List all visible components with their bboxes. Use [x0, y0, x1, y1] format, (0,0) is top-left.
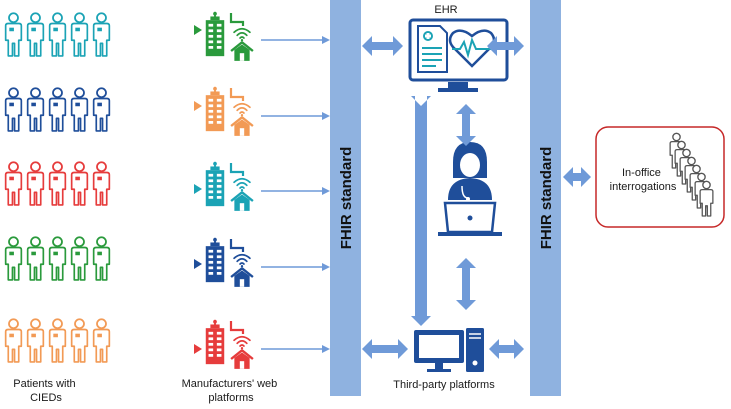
arrowhead-red [194, 344, 202, 354]
patient-with-device-icon [70, 87, 89, 132]
arrow-fhir-thirdparty [362, 339, 408, 359]
signal-icon [233, 27, 251, 41]
arrow-clinician-thirdparty [456, 258, 476, 310]
patient-group-orange [4, 318, 111, 363]
manufacturers-label: Manufacturers' web platforms [182, 378, 281, 404]
physician-laptop-icon [438, 142, 502, 236]
manufacturer-platform-red [204, 318, 254, 369]
fhir-standard-right-label: FHIR standard [538, 147, 555, 250]
manufacturers-label-line1: Manufacturers' web [182, 378, 278, 390]
patient-with-device-icon [48, 161, 67, 206]
in-office-label-line2: interrogations [610, 181, 677, 193]
patient-with-device-icon [70, 318, 89, 363]
patient-group-navy [4, 87, 111, 132]
arrowhead-green [194, 25, 202, 35]
patient-with-device-icon [92, 161, 111, 206]
manufacturer-platform-green [204, 10, 254, 61]
signal-icon [233, 253, 251, 267]
arrow-thirdparty-fhir [489, 339, 524, 359]
device-link-line [229, 13, 245, 26]
in-office-label-line1: In-office [622, 167, 661, 179]
patient-with-device-icon [48, 87, 67, 132]
patient-to-manufacturer-connections [116, 25, 202, 354]
third-party-label: Third-party platforms [393, 379, 495, 391]
desktop-computer-icon [414, 328, 484, 372]
bidirectional-arrows [362, 36, 591, 359]
arrow-fhir-inoffice [563, 167, 591, 187]
patient-with-device-icon [92, 236, 111, 281]
connection-orange [116, 106, 194, 343]
manufacturer-platforms [204, 10, 254, 369]
device-link-line [229, 321, 245, 334]
fhir-standard-right: FHIR standard [530, 0, 561, 396]
office-building-icon [204, 10, 226, 58]
patient-with-device-icon [92, 12, 111, 57]
in-office-interrogations-panel: In-office interrogations [595, 126, 725, 228]
connection-teal [116, 37, 194, 189]
patient-with-device-icon [48, 236, 67, 281]
patient-groups [4, 12, 111, 363]
device-link-line [229, 88, 245, 101]
patient-with-device-icon [4, 161, 23, 206]
patient-with-device-icon [70, 161, 89, 206]
arrowhead-navy [194, 259, 202, 269]
fhir-standard-left-label: FHIR standard [338, 147, 355, 250]
office-building-icon [204, 160, 226, 208]
manufacturer-to-fhir-arrows [261, 36, 330, 353]
arrow-ehr-clinician [456, 104, 476, 146]
patients-label-line1: Patients with [13, 378, 75, 390]
patient-with-device-icon [70, 236, 89, 281]
patient-with-device-icon [26, 12, 45, 57]
patient-group-teal [4, 12, 111, 57]
house-icon [230, 191, 254, 211]
office-building-icon [204, 85, 226, 133]
patient-with-device-icon [26, 318, 45, 363]
arrowhead-teal [194, 184, 202, 194]
svg-text:In-office interrogations: In-office interrogations [610, 167, 677, 193]
patient-with-device-icon [92, 87, 111, 132]
fhir-standard-left: FHIR standard [330, 0, 361, 396]
arrow-fhir-ehr [362, 36, 403, 56]
house-icon [230, 349, 254, 369]
signal-icon [233, 177, 251, 191]
patient-with-device-icon [4, 236, 23, 281]
connection-navy [116, 112, 194, 264]
office-building-icon [204, 318, 226, 366]
manufacturers-label-line2: platforms [208, 392, 254, 404]
connection-green [116, 30, 194, 261]
ehr-monitor-icon: EHR [408, 4, 509, 92]
patient-group-red [4, 161, 111, 206]
patients-label-line2: CIEDs [30, 392, 62, 404]
manufacturer-platform-navy [204, 236, 254, 287]
patient-with-device-icon [26, 236, 45, 281]
device-link-line [229, 163, 245, 176]
arrow-ehr-fhir [487, 36, 524, 56]
house-icon [230, 267, 254, 287]
patients-label: Patients with CIEDs [13, 378, 78, 404]
house-icon [230, 116, 254, 136]
patient-with-device-icon [92, 318, 111, 363]
manufacturer-platform-teal [204, 160, 254, 211]
house-icon [230, 41, 254, 61]
patient-with-device-icon [70, 12, 89, 57]
signal-icon [233, 102, 251, 116]
patient-with-device-icon [26, 87, 45, 132]
patient-group-green [4, 236, 111, 281]
patient-with-device-icon [48, 12, 67, 57]
office-building-icon [204, 236, 226, 284]
patient-with-device-icon [4, 318, 23, 363]
manufacturer-platform-orange [204, 85, 254, 136]
signal-icon [233, 335, 251, 349]
patient-with-device-icon [4, 12, 23, 57]
connection-red [116, 186, 194, 349]
arrow-ehr-thirdparty [411, 96, 431, 326]
ehr-label: EHR [434, 4, 457, 16]
patient-with-device-icon [26, 161, 45, 206]
patient-with-device-icon [48, 318, 67, 363]
patient-with-device-icon [4, 87, 23, 132]
device-link-line [229, 239, 245, 252]
arrowhead-orange [194, 101, 202, 111]
